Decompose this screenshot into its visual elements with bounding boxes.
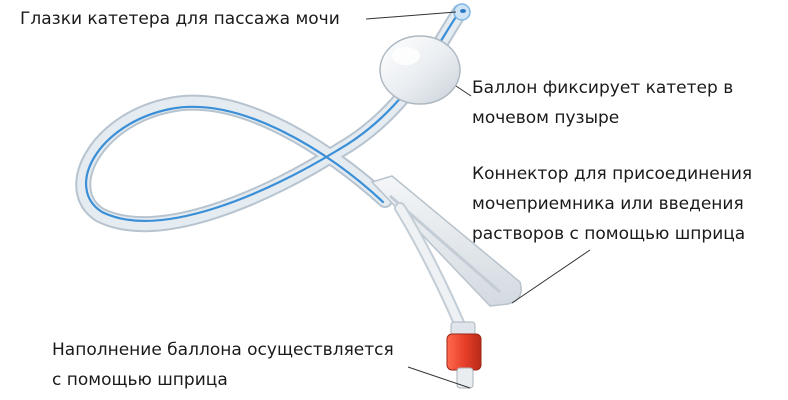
drainage-funnel: [370, 175, 522, 307]
leader-eyes: [365, 11, 457, 20]
label-line: мочеприемника или введения: [472, 194, 744, 214]
leader-connector: [511, 249, 591, 304]
label-connector: Коннектор для присоединения мочеприемник…: [472, 159, 752, 249]
balloon-highlight: [392, 47, 420, 65]
catheter-eye: [460, 9, 466, 13]
inflation-arm-body: [396, 204, 466, 334]
label-line: растворов с помощью шприца: [472, 224, 746, 244]
label-line: Глазки катетера для пассажа мочи: [20, 9, 340, 29]
catheter-stripe: [84, 12, 460, 222]
label-line: Коннектор для присоединения: [472, 164, 753, 184]
label-line: Наполнение баллона осуществляется: [52, 340, 394, 360]
label-line: с помощью шприца: [52, 370, 228, 390]
catheter-balloon: [379, 35, 461, 105]
label-line: Баллон фиксирует катетер в: [472, 78, 734, 98]
valve-port: [456, 367, 474, 389]
label-balloon-filling: Наполнение баллона осуществляется с помо…: [52, 335, 394, 395]
inflation-valve: [446, 333, 482, 371]
leader-filling: [407, 366, 471, 389]
leader-balloon: [455, 85, 472, 97]
label-line: мочевом пузыре: [472, 108, 620, 128]
label-catheter-eyes: Глазки катетера для пассажа мочи: [20, 4, 340, 34]
label-balloon: Баллон фиксирует катетер в мочевом пузыр…: [472, 73, 733, 133]
